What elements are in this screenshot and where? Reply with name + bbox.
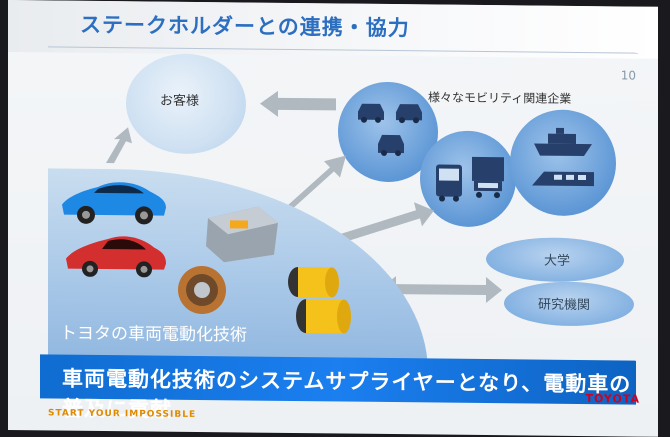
power-control-unit-image <box>206 206 278 263</box>
car-icon <box>396 104 422 124</box>
ship-icon <box>534 127 592 157</box>
motor-image <box>178 266 226 315</box>
truck-icon <box>472 156 504 199</box>
arrow-icon <box>380 276 502 304</box>
research-institution-label: 研究機関 <box>538 297 591 314</box>
car-icon <box>358 103 384 123</box>
arrow-icon <box>274 155 346 219</box>
mobility-companies-label: 様々なモビリティ関連企業 <box>428 90 572 106</box>
bus-icon <box>436 164 462 202</box>
university-label: 大学 <box>544 253 571 269</box>
message-banner: 車両電動化技術のシステムサプライヤーとなり、電動車の普及に貢献 <box>40 354 636 422</box>
arrow-icon <box>106 127 132 164</box>
car-icon <box>378 134 404 157</box>
arrow-icon <box>260 90 336 117</box>
presentation-slide: ステークホルダーとの連携・協力 10 お客様 様々なモビリティ関連企業 <box>8 0 658 437</box>
train-icon <box>532 171 594 187</box>
hybrid-car-image <box>66 236 166 278</box>
customer-label: お客様 <box>160 93 200 110</box>
slide-title: ステークホルダーとの連携・協力 <box>80 12 410 41</box>
toyota-electrification-tech-label: トヨタの車両電動化技術 <box>60 323 247 346</box>
battery-image <box>296 299 351 334</box>
toyota-logo: TOYOTA <box>585 392 640 406</box>
ship-train-bubble <box>510 109 616 217</box>
arrow-icon <box>322 202 434 250</box>
fuel-cell-car-image <box>62 182 166 225</box>
page-number: 10 <box>620 68 636 83</box>
battery-image <box>288 267 339 298</box>
tagline: START YOUR IMPOSSIBLE <box>48 408 197 420</box>
